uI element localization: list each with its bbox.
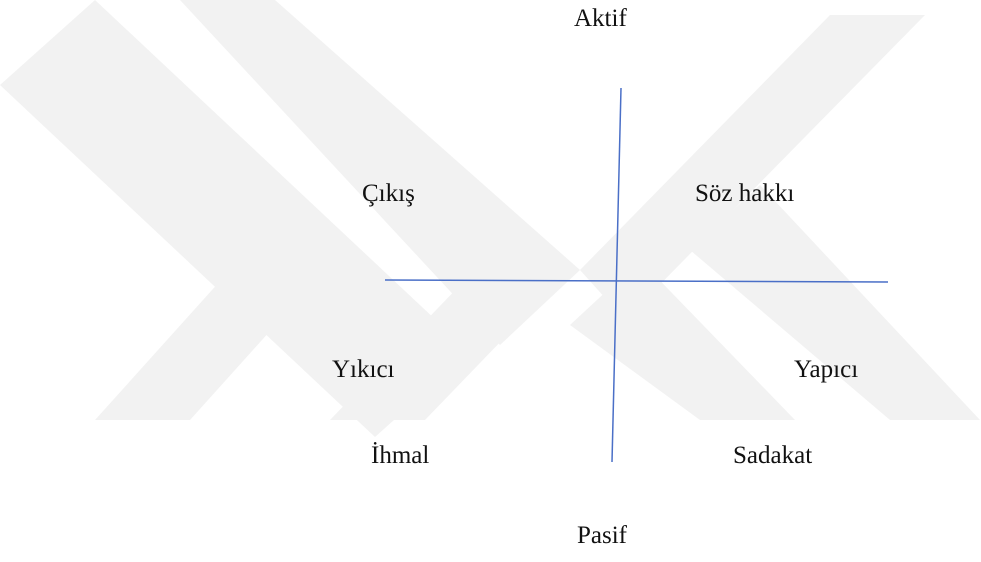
watermark-stroke-7 [570,260,795,420]
axis-label-bottom: Pasif [577,522,627,549]
watermark-stroke-4 [95,270,325,420]
quadrant-label-top-left: Çıkış [362,180,415,207]
quadrant-label-bottom-right: Sadakat [733,442,813,469]
axis-label-top: Aktif [574,5,627,32]
watermark-stroke-6 [690,185,980,420]
side-label-left: Yıkıcı [332,356,395,383]
quadrant-label-bottom-left: İhmal [371,442,430,469]
quadrant-label-top-right: Söz hakkı [695,180,795,207]
watermark-stroke-5 [330,280,560,420]
vertical-axis-line [611,87,622,463]
watermark-stroke-3 [580,15,925,320]
watermark-stroke-2 [180,0,580,345]
horizontal-axis-line [384,279,889,283]
side-label-right: Yapıcı [794,356,859,383]
watermark-stroke-1 [0,0,470,437]
